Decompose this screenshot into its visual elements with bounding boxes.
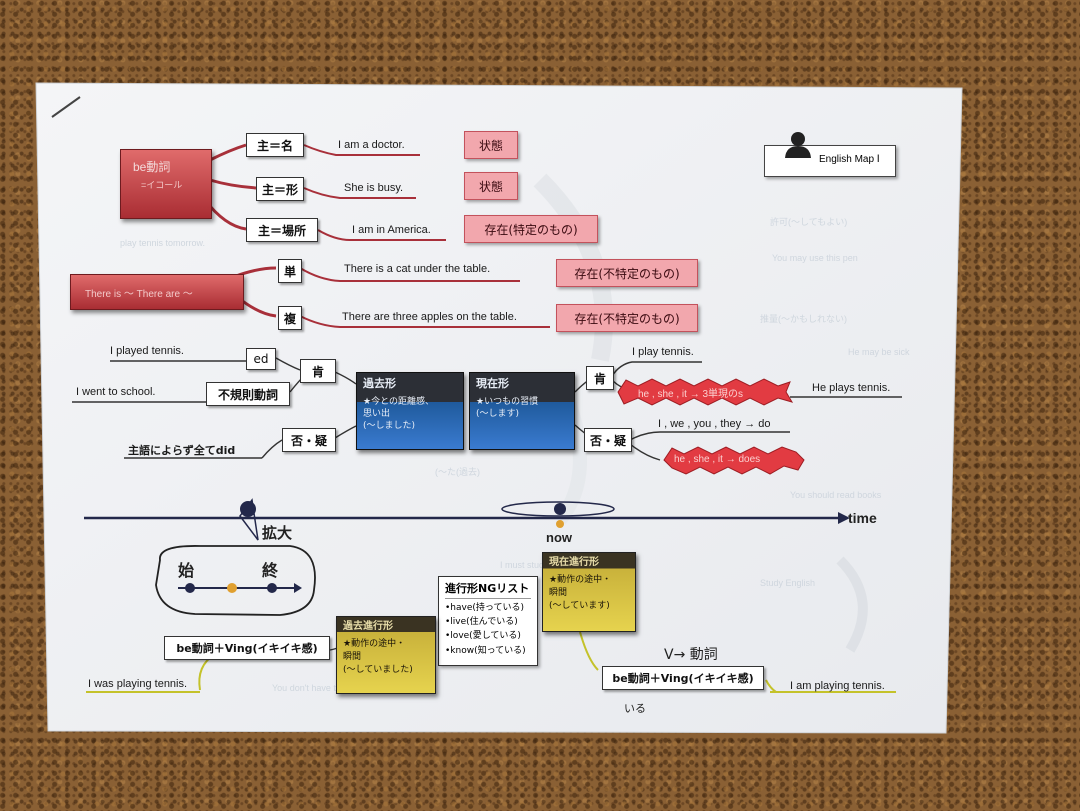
person-silhouette-icon [785, 132, 811, 158]
be-branch-tag: 主＝場所 [246, 218, 318, 242]
past-tense-box: 過去形 ★今との距離感、 思い出 (〜しました) [356, 372, 464, 450]
ghost-text: play tennis tomorrow. [120, 238, 206, 248]
he-she-it-note: he , she , it → does [674, 454, 761, 465]
ghost-text: Study English [760, 578, 816, 588]
handwritten-small-note: いる [624, 702, 646, 715]
be-branch-tag: 主＝名 [246, 133, 304, 157]
time-label: time [848, 510, 877, 526]
end-label: 終 [262, 561, 279, 580]
past-progressive-line: (〜していました) [343, 664, 413, 675]
be-branch-meaning: 存在(特定のもの) [464, 215, 598, 243]
there-branch-tag: 単 [278, 259, 302, 283]
progressive-formula-right: be動詞＋Ving(イキイキ感) [602, 666, 764, 690]
be-branch-sentence: She is busy. [344, 182, 404, 194]
ng-list-item: •have(持っている) [445, 602, 524, 613]
does-burst [663, 446, 805, 475]
be-branch-sentence: I am a doctor. [338, 139, 405, 151]
past-progressive-line: ★動作の途中・ [343, 638, 406, 649]
present-example-1: I play tennis. [632, 346, 694, 358]
map-card-label: English Map Ⅰ [819, 154, 880, 165]
past-negative-note: 主語によらず全てdid [128, 444, 236, 457]
ghost-text: He may be sick [848, 347, 910, 357]
there-branch-sentence: There is a cat under the table. [344, 263, 491, 275]
be-branch-meaning: 状態 [464, 131, 518, 159]
progressive-ng-list: 進行形NGリスト •have(持っている) •live(住んでいる) •love… [438, 576, 538, 666]
there-branch-meaning: 存在(不特定のもの) [556, 259, 698, 287]
expand-label: 拡大 [262, 524, 293, 542]
progressive-formula-left: be動詞＋Ving(イキイキ感) [164, 636, 330, 660]
be-verb-box: be動詞 =イコール [120, 149, 212, 219]
be-verb-title: be動詞 [133, 160, 171, 174]
there-branch-sentence: There are three apples on the table. [342, 311, 517, 323]
irregular-verb-tag: 不規則動詞 [206, 382, 290, 406]
ghost-text: 推量(〜かもしれない) [760, 314, 847, 324]
ghost-text: You don't have to [272, 683, 341, 693]
there-is-title: There is 〜 There are 〜 [85, 289, 193, 300]
be-verb-subtitle: =イコール [141, 180, 183, 190]
handwritten-note: V→ 動詞 [664, 647, 718, 663]
present-tense-line: (〜します) [476, 408, 520, 419]
map-card: English Map Ⅰ [764, 132, 896, 177]
ghost-text: You should read books [790, 490, 882, 500]
ed-tag: ed [246, 348, 276, 370]
present-example-3: I , we , you , they → do [658, 418, 771, 430]
present-tense-title: 現在形 [476, 377, 509, 390]
ghost-text: You may use this pen [772, 253, 858, 263]
present-progressive-box: 現在進行形 ★動作の途中・ 瞬間 (〜しています) [542, 552, 636, 632]
third-person-burst [617, 378, 794, 406]
present-progressive-line: 瞬間 [549, 587, 568, 598]
be-branch-meaning: 状態 [464, 172, 518, 200]
ghost-text: I must study English [500, 560, 581, 570]
past-affirmative-tag: 肯 [300, 359, 336, 383]
be-branch-tag: 主＝形 [256, 177, 304, 201]
there-is-box: There is 〜 There are 〜 [70, 274, 244, 310]
ng-list-title: 進行形NGリスト [445, 580, 531, 599]
present-progressive-example: I am playing tennis. [790, 680, 885, 692]
past-progressive-example: I was playing tennis. [88, 678, 188, 690]
past-progressive-box: 過去進行形 ★動作の途中・ 瞬間 (〜していました) [336, 616, 436, 694]
past-example-2: I went to school. [76, 386, 156, 398]
past-progressive-line: 瞬間 [343, 651, 362, 662]
present-negative-tag: 否・疑 [584, 428, 632, 452]
there-branch-meaning: 存在(不特定のもの) [556, 304, 698, 332]
present-tense-box: 現在形 ★いつもの習慣 (〜します) [469, 372, 575, 450]
ghost-text: (〜た(過去) [435, 467, 480, 477]
past-negative-tag: 否・疑 [282, 428, 336, 452]
present-affirmative-tag: 肯 [586, 366, 614, 390]
present-progressive-line: (〜しています) [549, 600, 610, 611]
ghost-text: 許可(〜してもよい) [770, 217, 848, 227]
past-example-1: I played tennis. [110, 345, 184, 357]
start-label: 始 [178, 561, 195, 580]
there-branch-tag: 複 [278, 306, 302, 330]
now-label: now [546, 530, 572, 545]
present-example-2: He plays tennis. [812, 382, 891, 394]
past-tense-line: 思い出 [363, 408, 391, 419]
third-person-note: he , she , it → 3単現のs [638, 389, 744, 400]
past-tense-line: (〜しました) [363, 421, 416, 432]
ng-list-item: •know(知っている) [445, 645, 526, 656]
be-branch-sentence: I am in America. [352, 224, 431, 236]
present-progressive-line: ★動作の途中・ [549, 574, 612, 585]
past-tense-line: ★今との距離感、 [363, 396, 434, 407]
present-tense-line: ★いつもの習慣 [476, 396, 539, 407]
past-progressive-title: 過去進行形 [343, 621, 393, 632]
ng-list-item: •live(住んでいる) [445, 616, 518, 627]
past-tense-title: 過去形 [363, 377, 396, 390]
present-progressive-title: 現在進行形 [549, 557, 599, 568]
ng-list-item: •love(愛している) [445, 631, 521, 642]
